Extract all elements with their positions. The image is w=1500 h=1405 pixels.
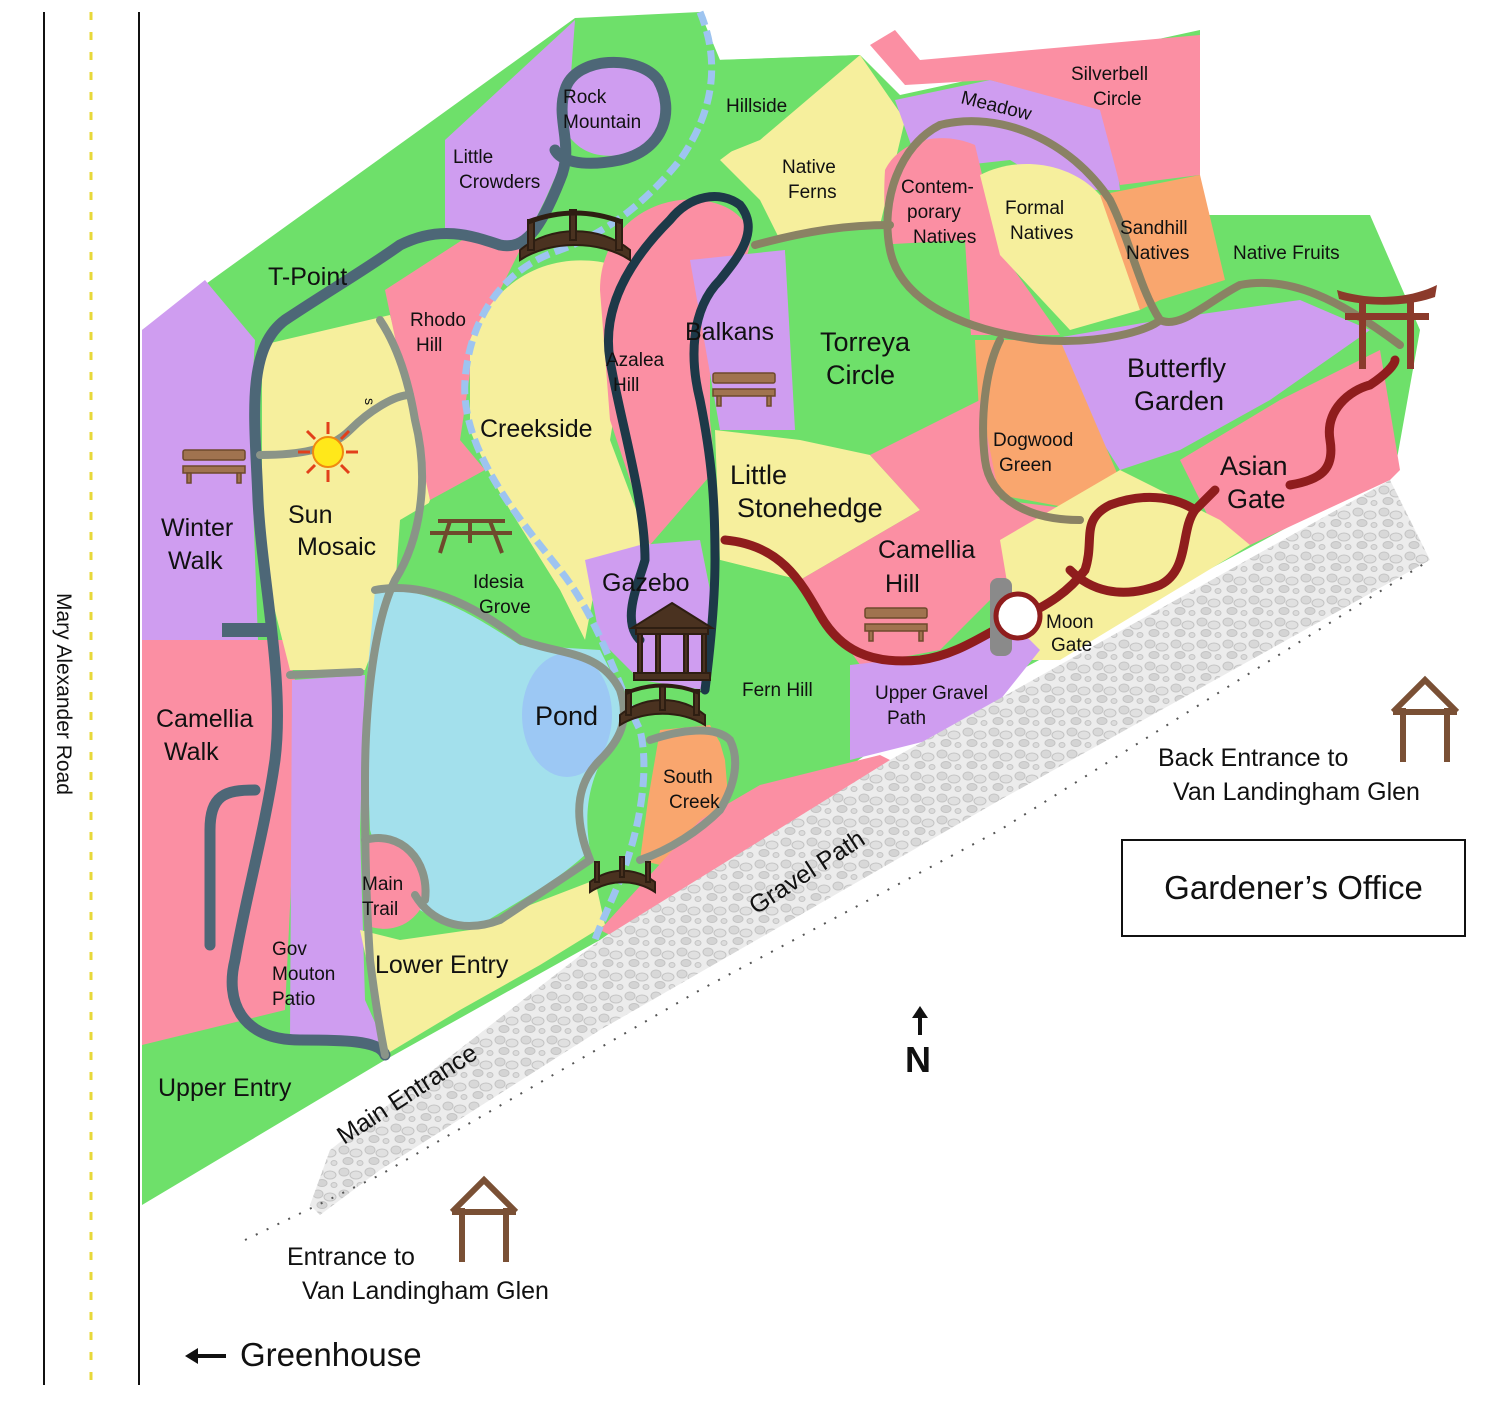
main-loop-path bbox=[226, 56, 672, 1061]
picnic-table-icon bbox=[430, 519, 512, 554]
moon-gate-icon bbox=[990, 578, 1043, 656]
camellia-walk-spur bbox=[204, 784, 261, 951]
left-arrow-icon bbox=[185, 1348, 226, 1364]
bench-icons bbox=[182, 372, 928, 642]
road-label: Mary Alexander Road bbox=[52, 593, 75, 795]
bench-icon bbox=[182, 449, 246, 484]
label-native-fruits: Native Fruits bbox=[1233, 243, 1340, 264]
gazebo-icon bbox=[628, 601, 716, 681]
bench-icon bbox=[864, 607, 928, 642]
torii-gate-icon bbox=[1337, 285, 1437, 369]
label-t-point: T-Point bbox=[268, 263, 347, 291]
label-s-marker: s bbox=[362, 398, 378, 405]
label-upper-entry: Upper Entry bbox=[158, 1074, 292, 1102]
mary-alexander-road bbox=[43, 12, 140, 1385]
greenhouse-label: Greenhouse bbox=[240, 1336, 422, 1373]
sun-icon bbox=[298, 422, 358, 482]
bench-icon bbox=[712, 372, 776, 407]
olive-trails bbox=[751, 117, 1404, 524]
compass-label: N bbox=[905, 1039, 931, 1080]
gray-trails bbox=[256, 316, 740, 1059]
gardeners-office-box: Gardener’s Office bbox=[1121, 839, 1466, 937]
gravel-path-strip bbox=[310, 480, 1430, 1215]
label-creekside: Creekside bbox=[480, 415, 593, 443]
bridge-icons bbox=[519, 209, 706, 894]
azalea-loop-path bbox=[604, 192, 753, 695]
label-gazebo: Gazebo bbox=[602, 569, 690, 597]
bridge-icon bbox=[619, 683, 706, 727]
label-hillside: Hillside bbox=[726, 96, 787, 117]
label-balkans: Balkans bbox=[685, 318, 774, 346]
label-pond: Pond bbox=[535, 701, 598, 731]
bridge-icon bbox=[519, 209, 631, 262]
bridge-icon bbox=[589, 856, 656, 894]
label-lower-entry: Lower Entry bbox=[375, 951, 509, 979]
arbor-icon bbox=[449, 1175, 519, 1262]
asian-gate-path bbox=[720, 355, 1400, 666]
arbor-icons bbox=[449, 675, 1460, 1262]
pond-water bbox=[522, 653, 612, 777]
arbor-icon bbox=[1390, 675, 1460, 762]
gardeners-office-label: Gardener’s Office bbox=[1164, 869, 1423, 906]
label-fern-hill: Fern Hill bbox=[742, 680, 813, 701]
north-arrow-icon bbox=[912, 1006, 928, 1035]
